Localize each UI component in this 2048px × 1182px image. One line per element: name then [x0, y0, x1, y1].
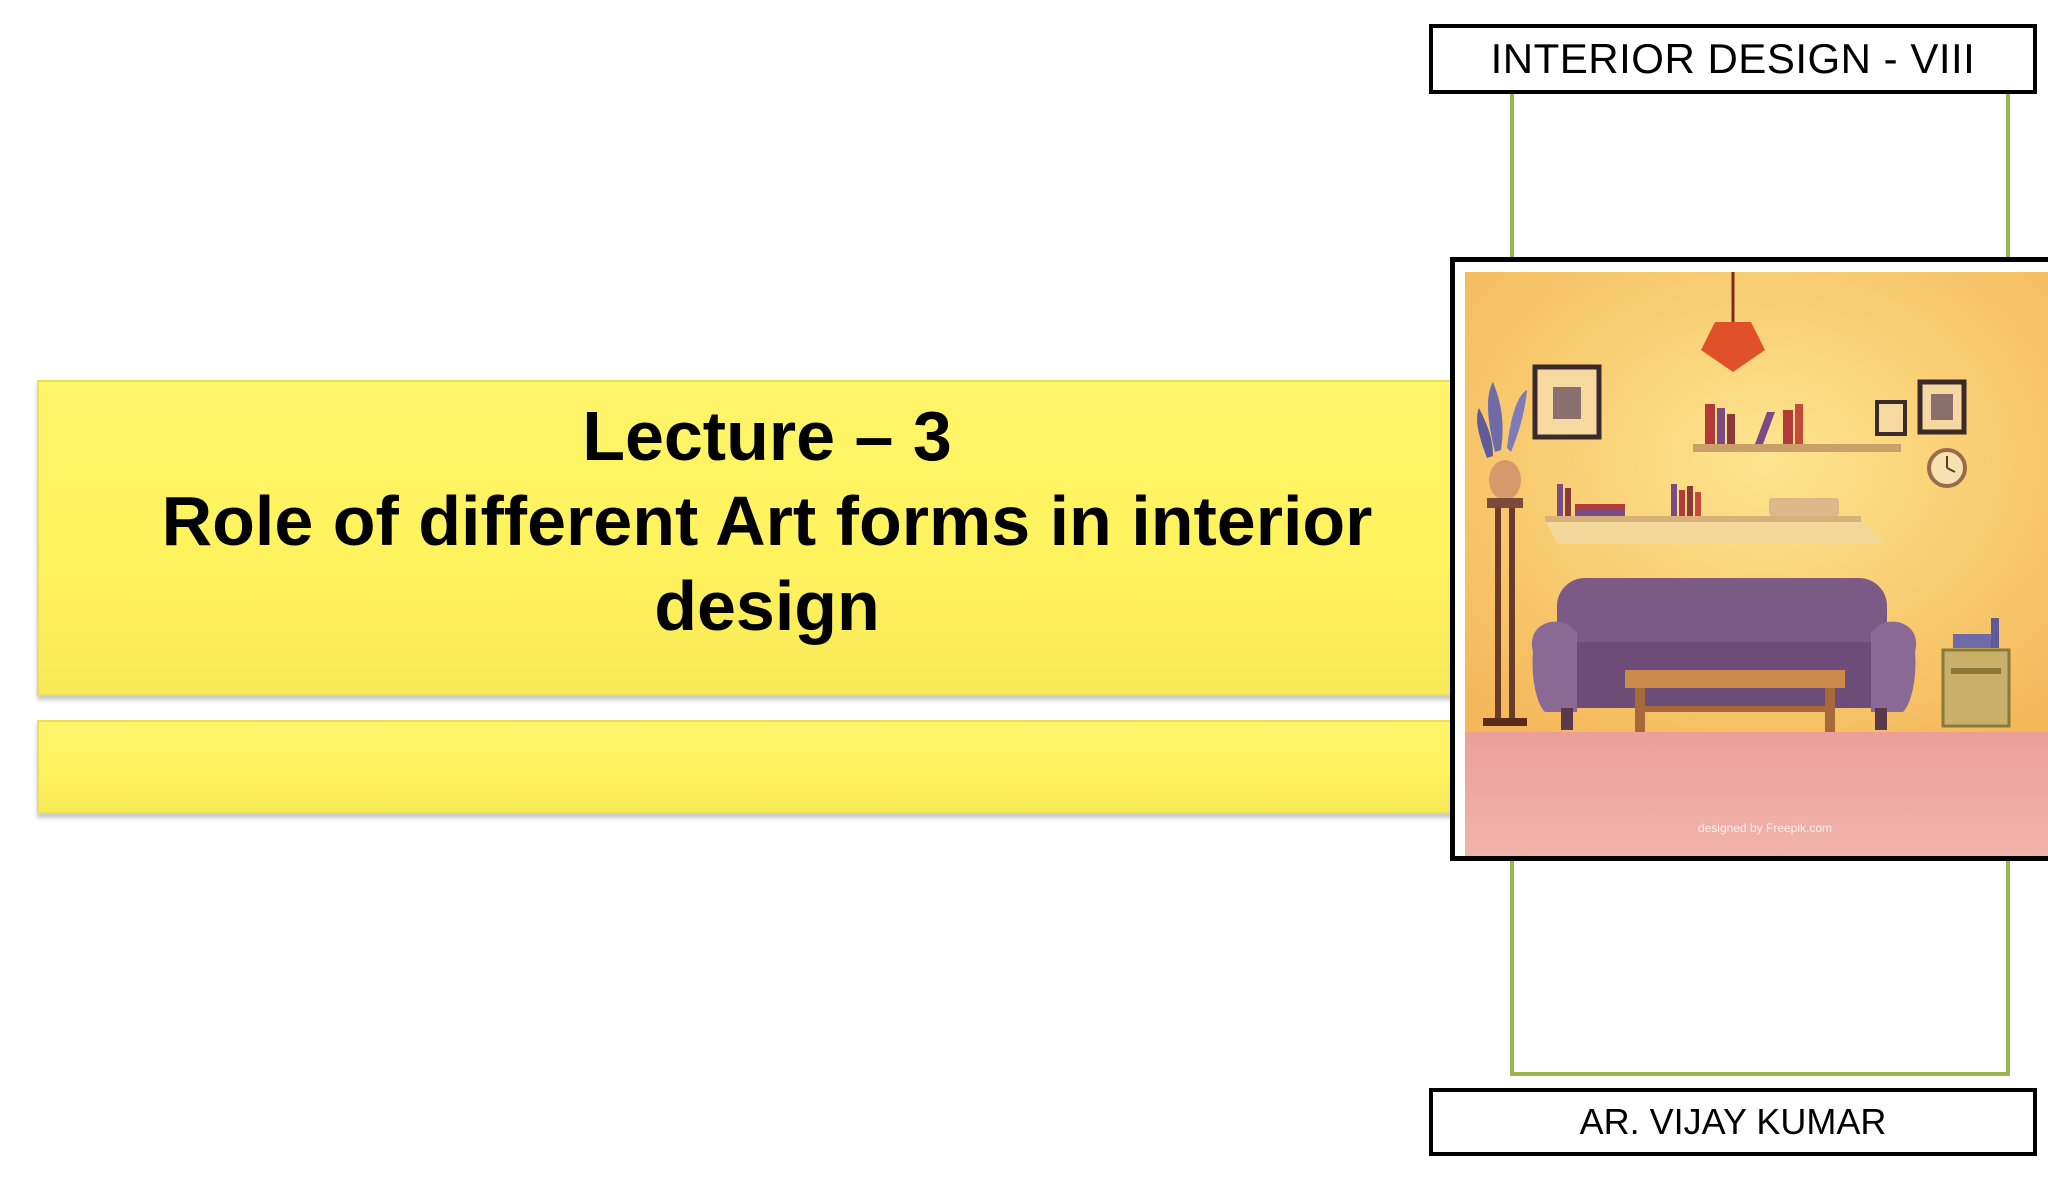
plant-vase	[1489, 460, 1521, 500]
wall-frame-small	[1875, 400, 1907, 436]
lower-shelf	[1545, 520, 1885, 544]
living-room-illustration: designed by Freepik.com	[1465, 272, 2048, 856]
coffee-table	[1625, 670, 1845, 688]
author-box: AR. VIJAY KUMAR	[1429, 1088, 2037, 1156]
sofa-back	[1557, 578, 1887, 658]
wall-frame-medium	[1917, 379, 1967, 435]
author-name: AR. VIJAY KUMAR	[1579, 1101, 1887, 1142]
course-title: INTERIOR DESIGN - VIII	[1490, 35, 1976, 82]
plant-stand	[1487, 498, 1523, 508]
side-table	[1941, 648, 2011, 728]
sofa-arm-left	[1531, 621, 1577, 712]
title-banner	[37, 380, 1457, 696]
title-line-topic-end: design	[654, 567, 880, 645]
course-title-box: INTERIOR DESIGN - VIII	[1429, 24, 2037, 94]
living-room-picture: designed by Freepik.com	[1450, 257, 2048, 861]
subtitle-banner	[37, 720, 1457, 814]
illustration-watermark: designed by Freepik.com	[1698, 821, 1832, 835]
sofa-arm-right	[1871, 621, 1917, 712]
plant-leaves-icon	[1488, 382, 1503, 452]
title-line-lecture: Lecture – 3	[582, 397, 952, 475]
upper-shelf	[1693, 444, 1901, 452]
room-floor	[1465, 732, 2048, 856]
slide-title: Lecture – 3 Role of different Art forms …	[37, 394, 1497, 649]
pendant-lamp-icon	[1701, 322, 1765, 372]
title-line-topic: Role of different Art forms in interior	[161, 482, 1373, 560]
